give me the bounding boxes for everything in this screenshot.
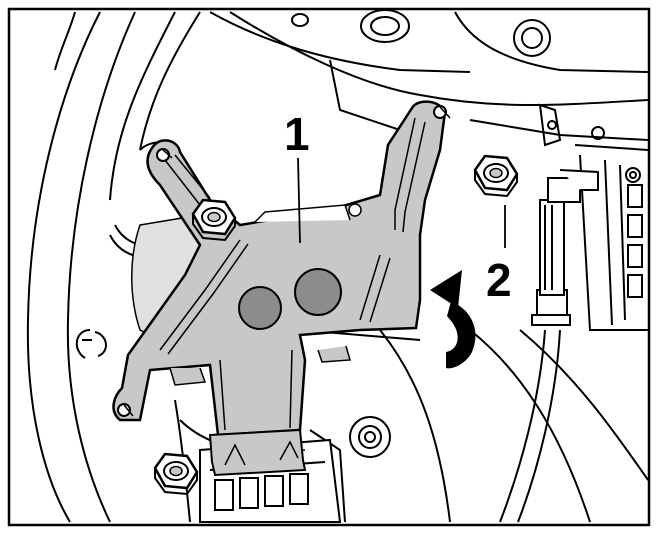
bracket-body (112, 100, 447, 437)
background-body-structure (26, 9, 649, 523)
leader-line-1 (297, 157, 301, 244)
hex-nut-icon (153, 452, 199, 496)
bracket-part-1 (112, 100, 447, 477)
bracket-hole-right (294, 268, 342, 316)
bracket-hole-left (238, 286, 282, 330)
hex-nut-icon (191, 198, 237, 242)
bracket-lower-tab (208, 428, 307, 477)
callout-1: 1 (284, 108, 310, 160)
stud-top-right (433, 105, 451, 119)
stud-top-left (156, 148, 173, 162)
hex-nut-icon (473, 154, 519, 198)
electrical-connector (499, 169, 599, 523)
counterclockwise-arrow-icon (430, 270, 476, 369)
stud-bottom-left (117, 403, 134, 417)
callout-2: 2 (486, 254, 512, 306)
